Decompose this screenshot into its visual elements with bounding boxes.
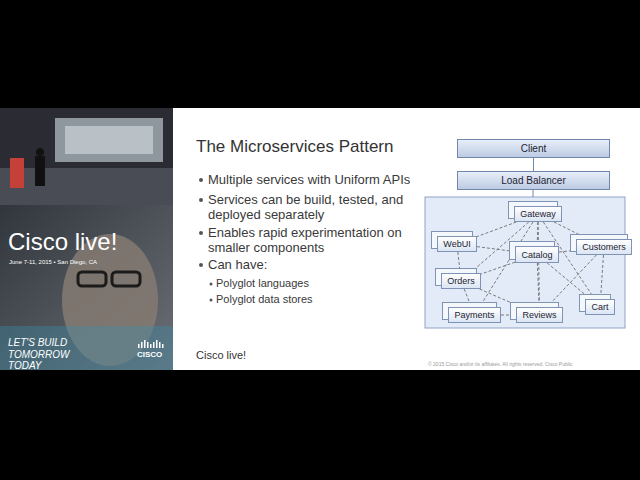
solid-connector [533,158,534,171]
stage-screen-slide [65,126,153,154]
slide-title: The Microservices Pattern [196,137,393,157]
node-label: Gateway [520,209,556,219]
copyright-footer: © 2015 Cisco and/or its affiliates. All … [428,362,638,368]
dashed-connector [479,289,521,307]
glasses [78,272,106,286]
speaker-body [35,156,45,186]
cisco-wordmark: CISCO [137,350,171,359]
node-label: Orders [447,276,475,286]
bullet-text: Multiple services with Uniform APIs [208,173,418,188]
speaker-video [0,108,173,205]
dashed-connector [601,255,604,299]
speaker-head [36,148,44,156]
slide-ground [0,108,640,370]
service-box: Catalog [515,246,559,263]
node-label: WebUI [443,239,470,249]
dashed-connector [458,252,460,273]
service-box: Customers [576,239,632,255]
bullet-text: Services can be build, tested, and deplo… [208,193,418,223]
service-box: Reviews [516,307,563,323]
bullet-text: Enables rapid experimentation on smaller… [208,226,422,256]
node-label: Load Balancer [501,175,566,186]
event-slogan: LET'S BUILD TOMORROW TODAY [8,337,103,372]
dashed-connector [481,262,515,274]
node-label: Client [521,143,547,154]
glasses [112,272,140,286]
event-logo: Cisco live! [8,228,168,256]
event-date: June 7-11, 2015 • San Diego, CA [9,259,169,266]
sub-bullet-text: Polyglot data stores [216,293,406,306]
service-box: Gateway [514,206,562,222]
sub-bullet-text: Polyglot languages [216,277,406,290]
dashed-connector [559,250,576,252]
stage-screen [55,118,163,162]
node-label: Cart [591,302,608,312]
dashed-connector [554,222,588,239]
dashed-connector [538,222,539,307]
node-label: Catalog [521,250,552,260]
node-label: Customers [582,242,626,252]
client-box: Client [457,139,610,158]
services-region [425,197,625,328]
lectern [10,158,24,188]
slide-logo: Cisco live! [196,349,276,362]
service-box: Cart [585,299,615,315]
service-box: Orders [441,273,481,289]
dashed-connector [537,263,539,307]
load-balancer-box: Load Balancer [457,171,610,190]
dashed-connector [464,289,471,307]
cisco-bridge-logo [138,340,164,348]
service-box: WebUI [437,236,477,252]
stage-floor [0,168,173,205]
dashed-connector [547,263,590,299]
dashed-connector [477,222,516,237]
service-box: Payments [448,307,501,323]
bullet-text: Can have: [208,258,408,273]
balancer-link [533,190,534,197]
node-label: Payments [454,310,494,320]
dashed-connector [480,222,533,307]
node-label: Reviews [522,310,556,320]
dashed-connector [477,247,515,252]
dashed-connector [501,315,516,316]
